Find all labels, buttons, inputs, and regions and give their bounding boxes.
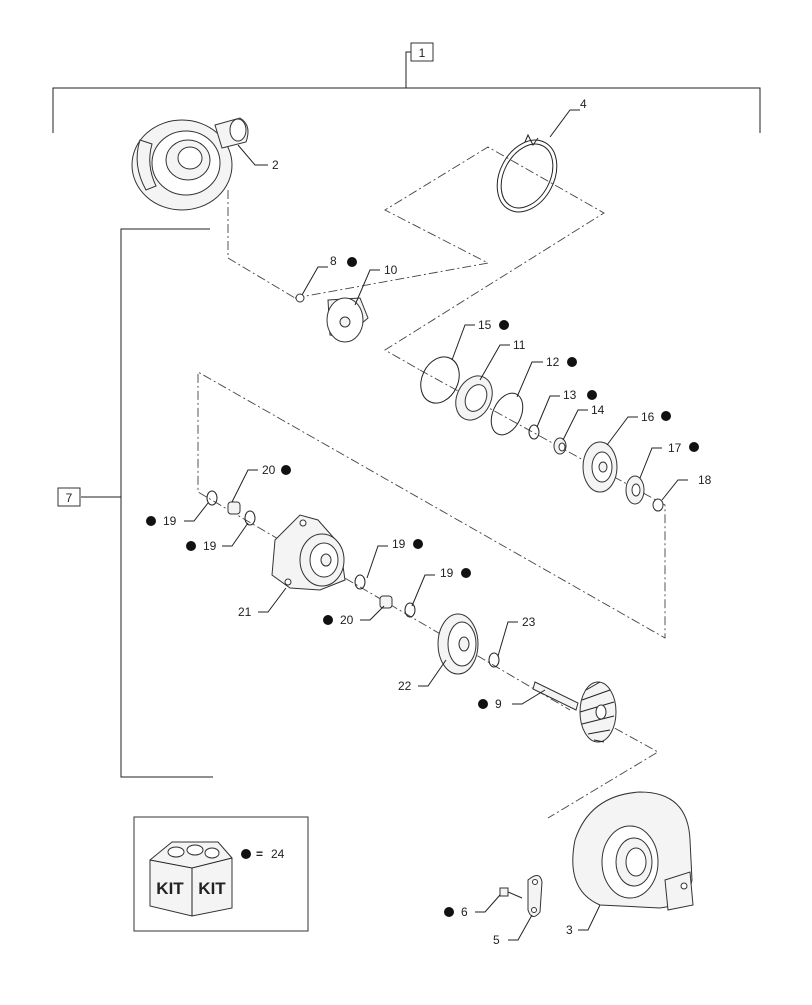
bearing-part-20-right — [379, 595, 393, 609]
kit-dot-6 — [444, 907, 454, 917]
kit-label-right: KIT — [198, 879, 226, 898]
turbine-housing-part-3 — [572, 791, 694, 911]
kit-dot-12 — [567, 357, 577, 367]
compressor-wheel-part-10 — [295, 293, 369, 343]
kit-dot-19b — [186, 541, 196, 551]
kit-dot-20b — [323, 615, 333, 625]
kit-dot-15 — [499, 320, 509, 330]
thrust-ring-part-18 — [652, 498, 664, 512]
callout-23: 23 — [522, 615, 536, 629]
bearing-part-20-left — [227, 501, 241, 515]
seal-ring-part-13 — [528, 424, 540, 440]
callout-10: 10 — [384, 263, 398, 277]
callout-14: 14 — [591, 403, 605, 417]
callout-6: 6 — [461, 905, 468, 919]
callout-20a: 20 — [262, 463, 276, 477]
clamp-plate-part-5 — [527, 875, 543, 917]
callout-13: 13 — [563, 388, 577, 402]
bolt-part-6 — [499, 887, 523, 899]
thrust-bearing-part-17 — [625, 475, 645, 505]
kit-label-left: KIT — [156, 879, 184, 898]
shaft-turbine-wheel-part-9 — [532, 681, 617, 743]
sleeve-part-14 — [553, 437, 567, 455]
callout-9: 9 — [495, 697, 502, 711]
retaining-ring-part-19-left — [206, 490, 218, 506]
kit-dot-17 — [689, 442, 699, 452]
callout-19c: 19 — [392, 537, 406, 551]
callout-4: 4 — [580, 97, 587, 111]
kit-dot-9 — [478, 699, 488, 709]
assembly-bracket-1: 1 — [52, 42, 761, 133]
retaining-ring-part-15 — [420, 356, 460, 404]
callout-5: 5 — [493, 933, 500, 947]
kit-legend: KIT KIT = 24 — [133, 816, 309, 932]
callout-17: 17 — [668, 441, 682, 455]
callout-3: 3 — [566, 923, 573, 937]
kit-legend-equals: = — [256, 847, 263, 861]
piston-ring-part-23 — [488, 652, 500, 668]
kit-dot-8 — [347, 257, 357, 267]
callout-12: 12 — [546, 355, 560, 369]
compressor-housing-part-2 — [131, 117, 249, 211]
callout-21: 21 — [238, 605, 252, 619]
assembly-box-label: 1 — [419, 46, 426, 60]
callout-20b: 20 — [340, 613, 354, 627]
callout-22: 22 — [398, 679, 412, 693]
kit-dot-13 — [587, 390, 597, 400]
callout-18: 18 — [698, 473, 712, 487]
callout-11: 11 — [513, 338, 526, 352]
callout-labels: 2 3 4 5 6 8 9 10 11 12 13 14 15 16 17 18… — [163, 97, 712, 947]
subassembly-box-label: 7 — [66, 491, 73, 505]
callout-8: 8 — [330, 254, 337, 268]
bearing-housing-part-21 — [271, 514, 346, 591]
kit-dot-16 — [661, 411, 671, 421]
kit-dot-19d — [461, 568, 471, 578]
callout-19b: 19 — [203, 539, 217, 553]
thrust-collar-part-16 — [582, 441, 618, 493]
retaining-ring-part-19-right — [354, 574, 366, 590]
kit-dot-19c — [413, 539, 423, 549]
heat-shield-part-22 — [437, 613, 479, 675]
kit-markers — [146, 257, 699, 917]
callout-16: 16 — [641, 410, 655, 424]
snap-ring-part-4 — [496, 133, 558, 213]
callout-15: 15 — [478, 318, 492, 332]
subassembly-bracket-7: 7 — [57, 228, 213, 778]
retaining-ring-part-19-right2 — [404, 602, 416, 618]
kit-legend-number: 24 — [271, 847, 285, 861]
insert-part-11 — [455, 375, 493, 421]
retaining-ring-part-19-left2 — [244, 510, 256, 526]
o-ring-part-12 — [490, 392, 524, 436]
leader-lines — [184, 109, 688, 941]
kit-dot-20a — [281, 465, 291, 475]
axis-lines — [197, 146, 666, 819]
callout-2: 2 — [272, 158, 279, 172]
callout-19d: 19 — [440, 566, 454, 580]
kit-dot-19a — [146, 516, 156, 526]
kit-legend-dot — [241, 849, 251, 859]
callout-19a: 19 — [163, 514, 177, 528]
